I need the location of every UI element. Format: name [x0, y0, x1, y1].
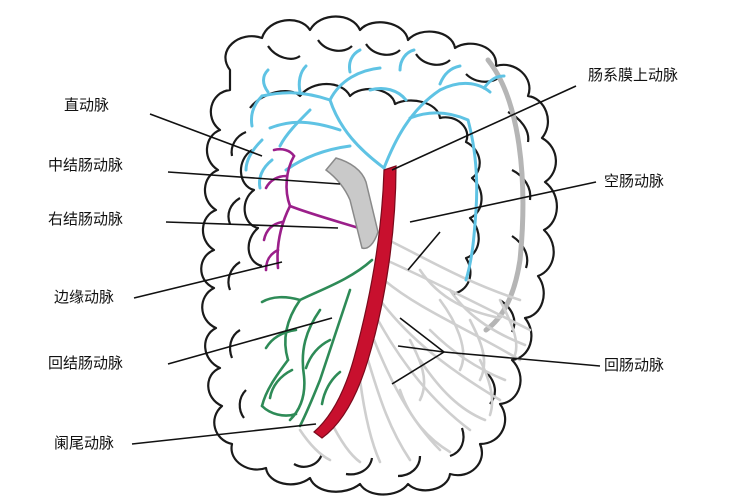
leader-ileal — [443, 351, 601, 367]
ileal-jejunal-arcades — [298, 238, 532, 464]
label-appendicular-artery: 阑尾动脉 — [54, 434, 115, 452]
ileocolic-vessels — [260, 258, 374, 428]
label-jejunal-arteries: 空肠动脉 — [604, 172, 665, 190]
label-right-colic-artery: 右结肠动脉 — [48, 210, 124, 228]
leader-ileal-a — [399, 317, 445, 353]
superior-mesenteric-vein — [324, 157, 379, 250]
leader-jejunal — [409, 181, 597, 223]
label-ileal-arteries: 回肠动脉 — [604, 356, 665, 374]
leader-lines — [131, 85, 601, 445]
middle-colic-vessels — [244, 48, 506, 282]
superior-mesenteric-artery — [313, 165, 397, 439]
label-middle-colic-artery: 中结肠动脉 — [48, 156, 124, 174]
leader-middle-colic — [167, 171, 341, 185]
label-marginal-artery: 边缘动脉 — [54, 288, 115, 306]
leader-ileocolic — [167, 317, 333, 365]
label-ileocolic-artery: 回结肠动脉 — [48, 354, 124, 372]
vein-line — [483, 57, 526, 333]
leader-straight-arteries — [149, 113, 263, 157]
leader-ileal-c — [391, 351, 445, 385]
leader-marginal — [133, 261, 283, 299]
leader-appendicular — [131, 423, 317, 445]
leader-jejunal-2 — [407, 231, 441, 271]
leader-ileal-b — [397, 345, 445, 353]
colon-outline — [200, 15, 558, 496]
leader-right-colic — [165, 221, 339, 229]
leader-sma — [391, 85, 577, 171]
label-superior-mesenteric-artery: 肠系膜上动脉 — [588, 66, 679, 84]
label-straight-arteries: 直动脉 — [64, 96, 110, 114]
